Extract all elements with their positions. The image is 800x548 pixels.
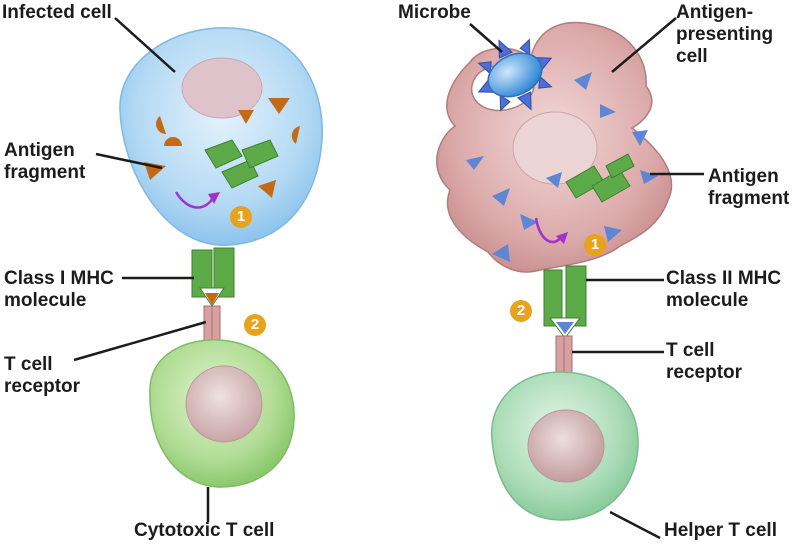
antigen-triangle-blue [574, 72, 592, 90]
step-badge-1-left: 1 [230, 206, 252, 228]
label-microbe: Microbe [398, 2, 471, 23]
antigen-triangle-blue [546, 172, 562, 188]
processing-arrow-head-right [556, 232, 568, 244]
label-t-cell-receptor-left: T cell receptor [4, 354, 81, 397]
antigen-triangle-blue [640, 170, 658, 184]
antigen-triangle-blue [466, 156, 484, 170]
antigen-half-disc [156, 116, 166, 134]
label-antigen-fragment-left: Antigen fragment [4, 140, 86, 183]
step-badge-2-right: 2 [510, 300, 532, 322]
antigen-peptide-right [556, 322, 574, 334]
microbe [477, 38, 553, 112]
antigen-triangle-blue [600, 104, 616, 118]
mhc-fragment-left [204, 139, 279, 189]
antigen-half-disc [291, 126, 300, 144]
label-infected-cell: Infected cell [2, 2, 112, 23]
antigen-triangle-blue [492, 244, 510, 262]
label-class-i-mhc: Class I MHC molecule [4, 268, 114, 311]
label-cytotoxic-t-cell: Cytotoxic T cell [134, 520, 275, 541]
antigen-half-disc [164, 137, 182, 146]
label-helper-t-cell: Helper T cell [664, 520, 777, 541]
label-t-cell-receptor-right: T cell receptor [666, 340, 743, 383]
helper-t-cell-nucleus [527, 409, 605, 483]
cytotoxic-t-cell-nucleus [185, 365, 263, 443]
infected-cell-nucleus [181, 57, 263, 119]
step-badge-1-right: 1 [584, 234, 606, 256]
processing-arrow-head [208, 192, 220, 204]
class-i-mhc-right-arm [213, 247, 235, 298]
label-antigen-fragment-right: Antigen fragment [708, 166, 790, 209]
label-antigen-presenting-cell: Antigen- presenting cell [676, 2, 774, 67]
antigen-triangle-blue [632, 130, 648, 146]
antigen-triangle-blue [520, 214, 538, 230]
class-ii-mhc-right-arm [565, 265, 587, 327]
antigen-triangle [238, 110, 254, 124]
step-badge-2-left: 2 [244, 314, 266, 336]
label-class-ii-mhc: Class II MHC molecule [666, 268, 782, 311]
antigen-triangle [258, 180, 276, 198]
mhc-fragment-right [565, 153, 635, 203]
antigen-triangle-blue [604, 226, 622, 242]
antigen-peptide-left [205, 293, 219, 305]
antigen-triangle [268, 98, 290, 114]
antigen-triangle-blue [492, 188, 510, 206]
